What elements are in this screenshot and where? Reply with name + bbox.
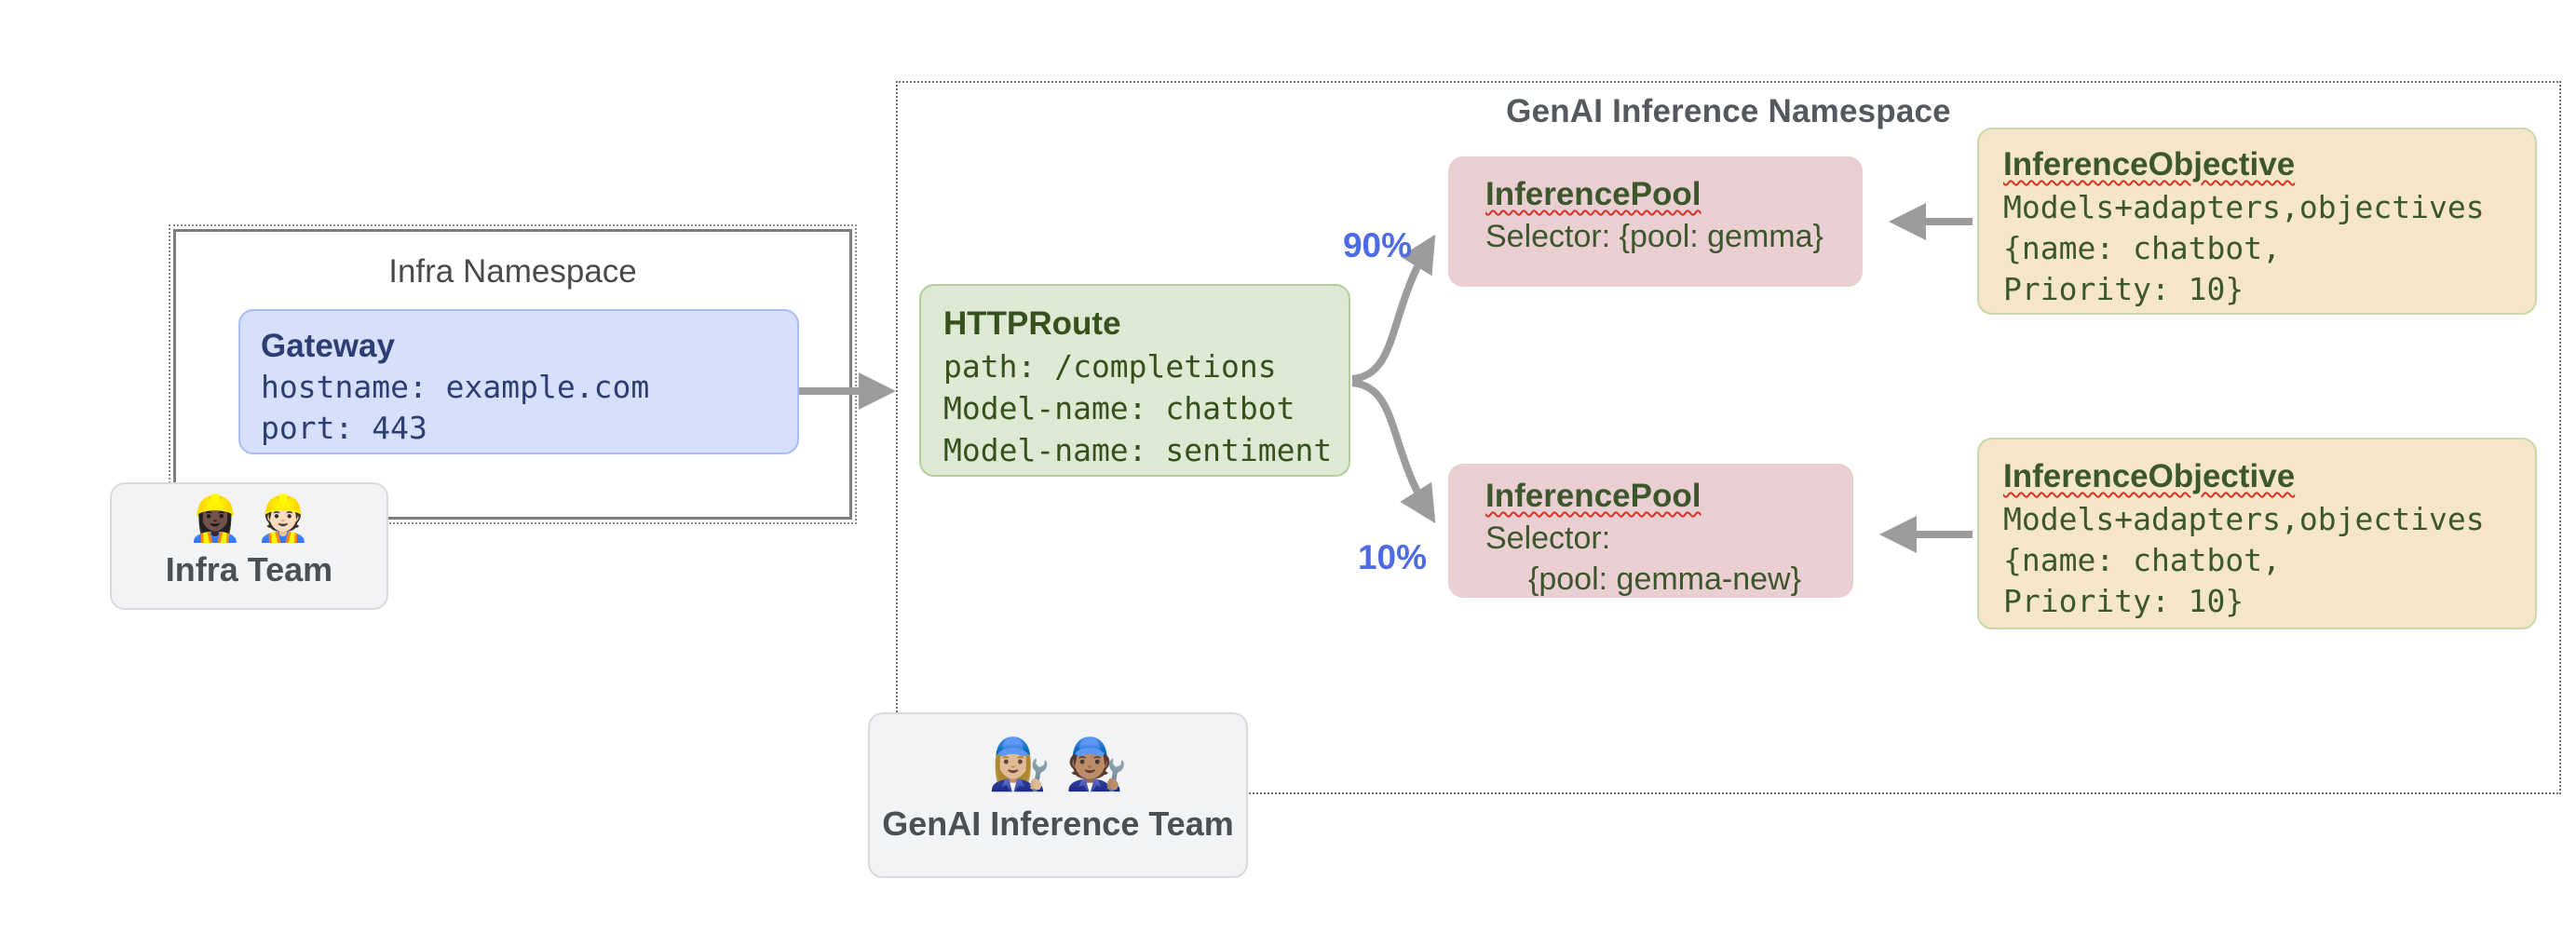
inference-objective-bottom-line1: Models+adapters,objectives	[2003, 501, 2485, 537]
genai-inference-namespace-title: GenAI Inference Namespace	[1506, 93, 1951, 129]
httproute-model-chatbot: Model-name: chatbot	[943, 390, 1295, 426]
infra-team-label: Infra Team	[165, 550, 333, 588]
inference-objective-bottom-box: InferenceObjective Models+adapters,objec…	[1977, 438, 2537, 629]
genai-inference-namespace-box	[896, 81, 2561, 794]
inference-objective-top-title: InferenceObjective	[2003, 146, 2296, 183]
traffic-weight-90: 90%	[1342, 226, 1413, 264]
genai-team-card: 👩🏼‍🔧 🧑🏽‍🔧 GenAI Inference Team	[868, 712, 1248, 878]
inference-objective-top-line3: Priority: 10}	[2003, 271, 2244, 307]
inference-pool-bottom-box: InferencePool Selector: {pool: gemma-new…	[1448, 464, 1853, 598]
inference-objective-bottom-title: InferenceObjective	[2003, 458, 2296, 494]
httproute-box: HTTPRoute path: /completions Model-name:…	[919, 284, 1350, 477]
genai-team-label: GenAI Inference Team	[882, 805, 1234, 843]
gateway-title: Gateway	[261, 328, 395, 364]
inference-objective-bottom-line2: {name: chatbot,	[2003, 542, 2282, 578]
construction-worker-emojis: 👷🏿‍♀️ 👷🏻	[187, 494, 311, 544]
inference-pool-top-title: InferencePool	[1485, 176, 1702, 212]
gateway-hostname: hostname: example.com	[261, 369, 650, 405]
traffic-weight-10: 10%	[1357, 538, 1428, 576]
inference-objective-top-line1: Models+adapters,objectives	[2003, 189, 2485, 225]
inference-objective-top-line2: {name: chatbot,	[2003, 230, 2282, 266]
httproute-title: HTTPRoute	[943, 305, 1121, 342]
inference-objective-top-box: InferenceObjective Models+adapters,objec…	[1977, 128, 2537, 315]
gateway-box: Gateway hostname: example.com port: 443	[238, 309, 799, 454]
httproute-path: path: /completions	[943, 348, 1277, 385]
infra-namespace-title: Infra Namespace	[388, 253, 637, 290]
inference-pool-bottom-title: InferencePool	[1485, 478, 1702, 514]
inference-objective-bottom-line3: Priority: 10}	[2003, 583, 2244, 619]
inference-pool-top-selector: Selector: {pool: gemma}	[1485, 219, 1824, 254]
infra-team-card: 👷🏿‍♀️ 👷🏻 Infra Team	[110, 482, 388, 610]
inference-pool-top-box: InferencePool Selector: {pool: gemma}	[1448, 156, 1863, 287]
httproute-model-sentiment: Model-name: sentiment	[943, 432, 1333, 468]
gateway-port: port: 443	[261, 410, 427, 446]
mechanic-emojis: 👩🏼‍🔧 🧑🏽‍🔧	[988, 737, 1128, 792]
inference-pool-bottom-selector-value: {pool: gemma-new}	[1528, 561, 1801, 597]
inference-pool-bottom-selector: Selector:	[1485, 521, 1611, 556]
